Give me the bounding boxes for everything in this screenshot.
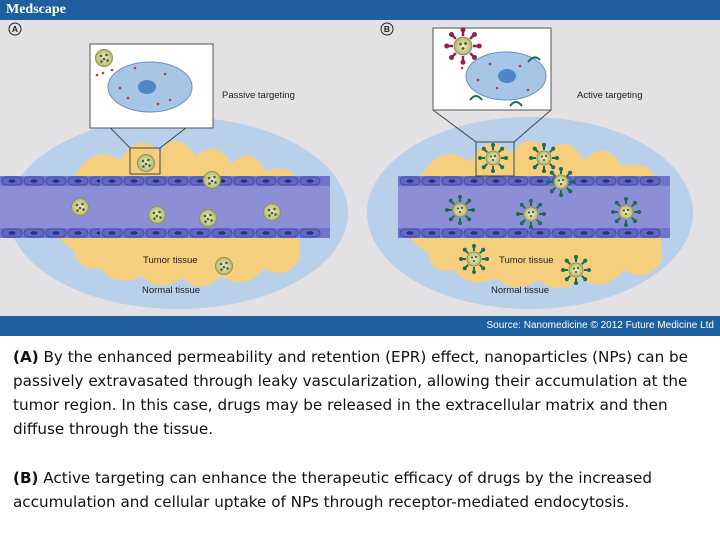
svg-text:B: B <box>384 24 390 34</box>
caption-a-tag: (A) <box>13 348 39 366</box>
targeting-figure: A Passive targeting Tumor tissue Normal … <box>0 20 720 316</box>
source-bar: Source: Nanomedicine © 2012 Future Medic… <box>0 316 720 336</box>
medscape-logo: Medscape <box>6 2 66 17</box>
caption-b-text: Active targeting can enhance the therape… <box>13 469 653 511</box>
caption-a-text: By the enhanced permeability and retenti… <box>13 348 689 438</box>
panel-b: B Active targeting Tumor tissue Normal t… <box>367 22 693 309</box>
source-credit: Source: Nanomedicine © 2012 Future Medic… <box>486 320 715 331</box>
header-bar: Medscape <box>0 0 720 20</box>
passive-targeting-label: Passive targeting <box>222 90 295 101</box>
callout-b <box>432 27 552 111</box>
svg-text:A: A <box>12 24 18 34</box>
caption-b-tag: (B) <box>13 469 39 487</box>
targeting-diagram: A Passive targeting Tumor tissue Normal … <box>0 22 693 309</box>
callout-source-box-a <box>129 147 161 175</box>
normal-tissue-label-b: Normal tissue <box>491 285 549 296</box>
callout-a <box>89 43 214 129</box>
active-targeting-label: Active targeting <box>577 90 642 101</box>
panel-a: A Passive targeting Tumor tissue Normal … <box>0 22 348 309</box>
callout-source-box-b <box>475 141 515 177</box>
tumor-tissue-label-b: Tumor tissue <box>499 255 554 266</box>
caption-b: (B) Active targeting can enhance the the… <box>13 466 713 514</box>
blood-vessel-a <box>0 176 330 238</box>
tumor-tissue-label-a: Tumor tissue <box>143 255 198 266</box>
panel-marker-a: A <box>8 22 22 36</box>
normal-tissue-label-a: Normal tissue <box>142 285 200 296</box>
panel-marker-b: B <box>380 22 394 36</box>
caption-a: (A) By the enhanced permeability and ret… <box>13 345 713 441</box>
